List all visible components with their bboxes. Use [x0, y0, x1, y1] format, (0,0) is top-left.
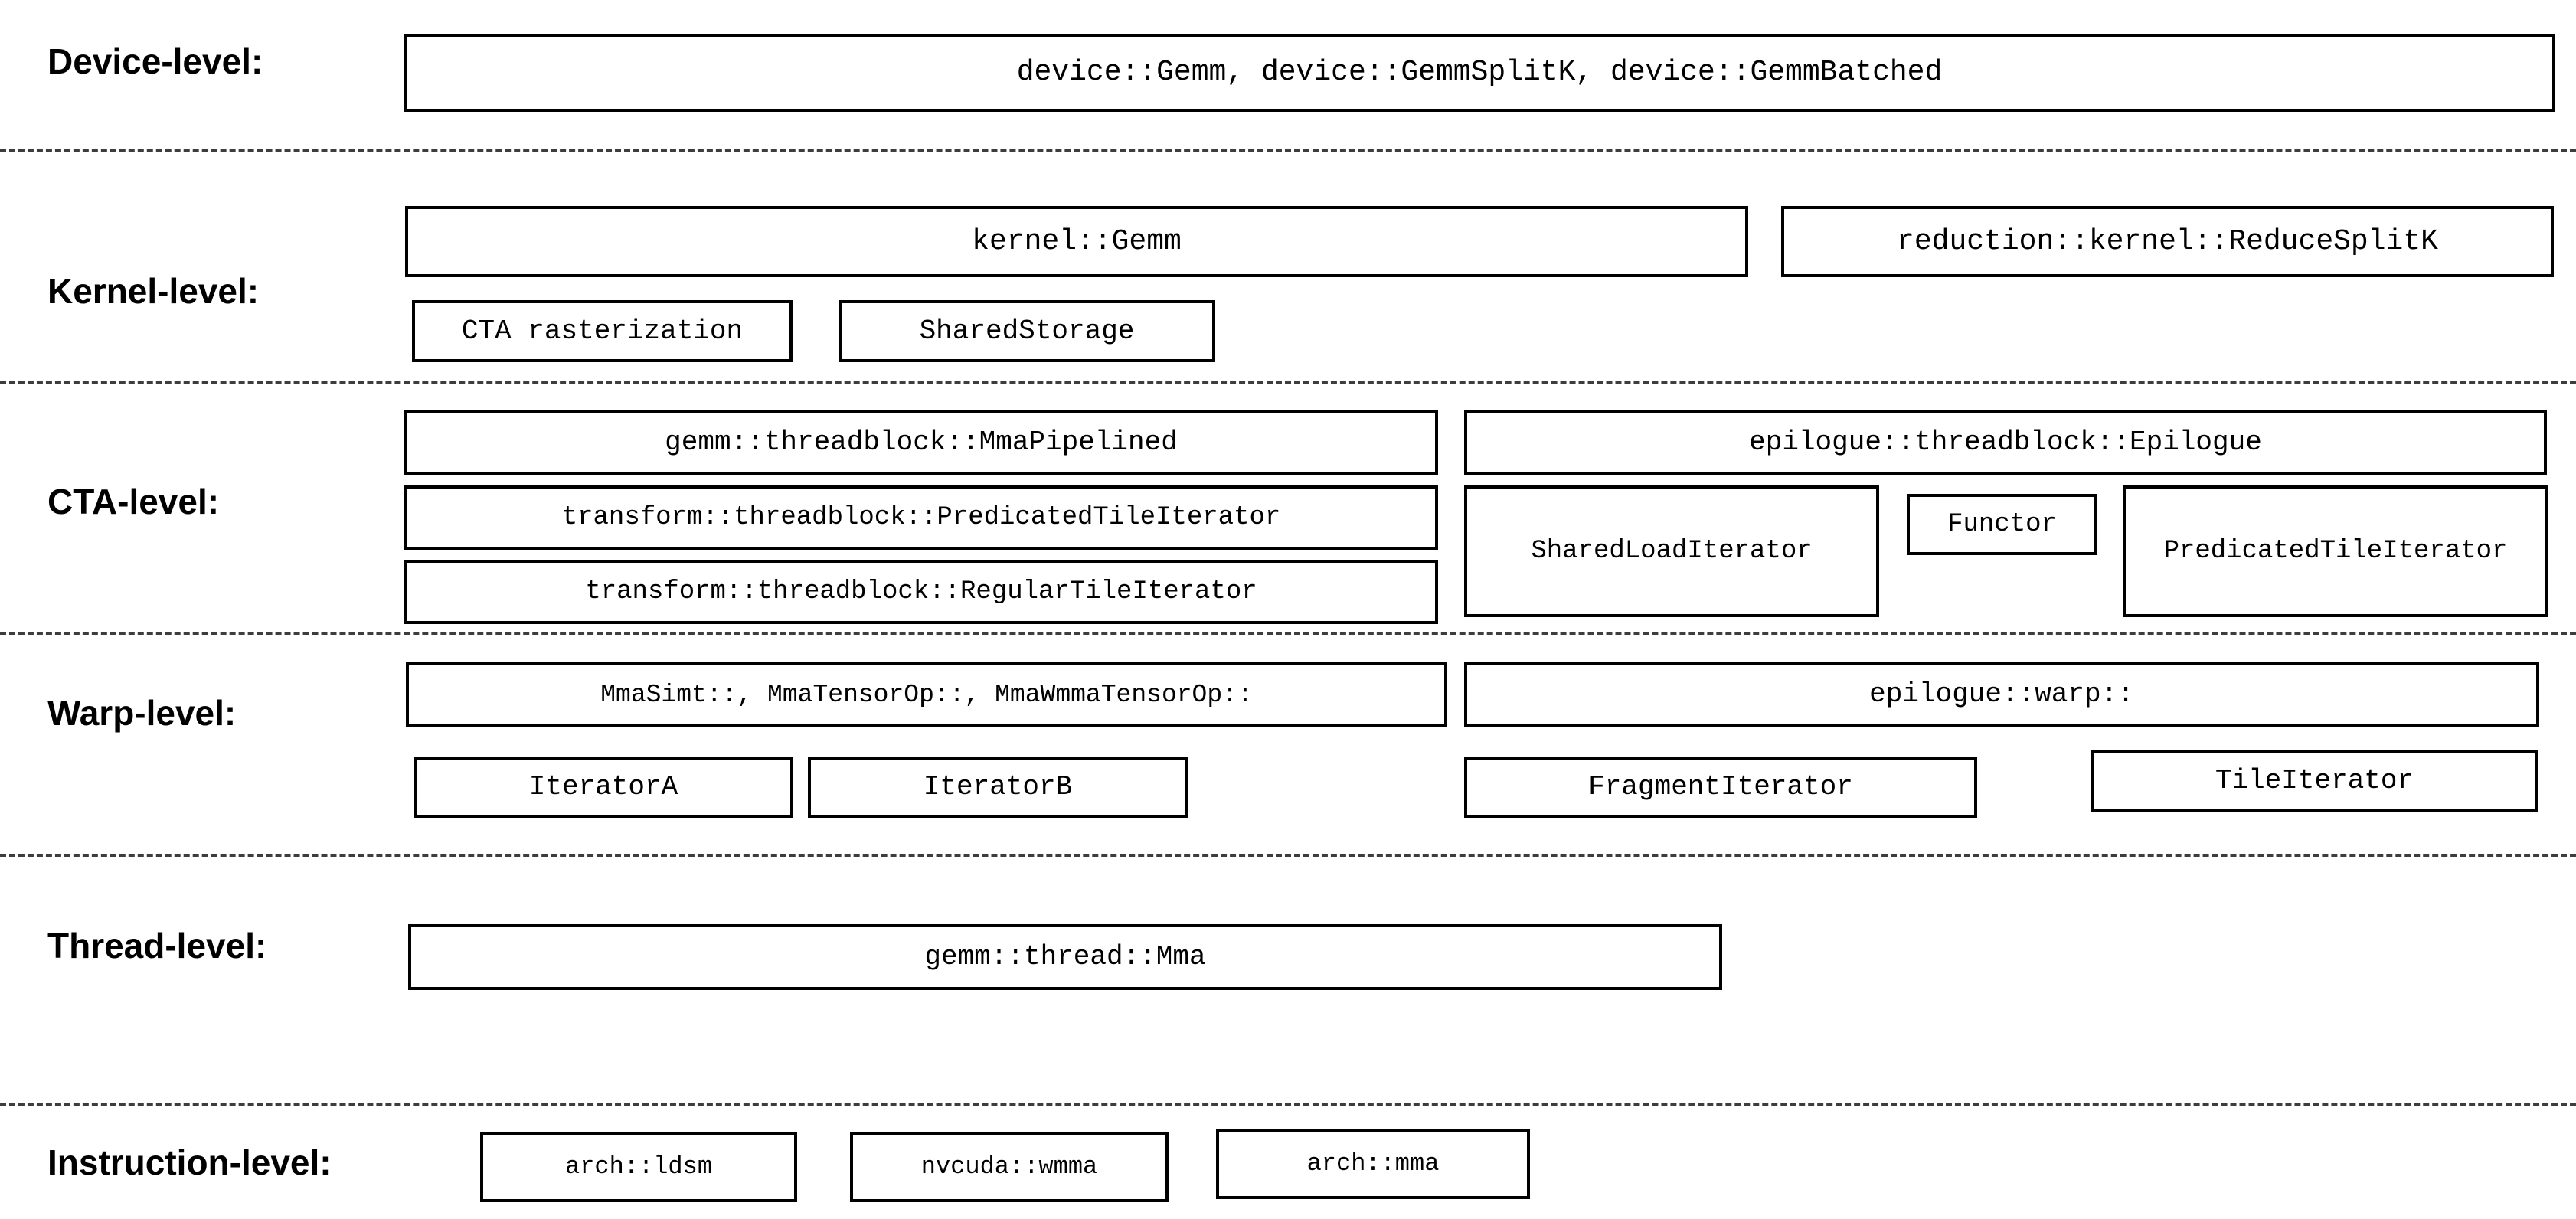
- divider-thread-instruction: [0, 1103, 2576, 1106]
- box-warp-mma-ops[interactable]: MmaSimt::, MmaTensorOp::, MmaWmmaTensorO…: [406, 662, 1447, 727]
- box-shared-storage[interactable]: SharedStorage: [839, 300, 1215, 362]
- box-shared-load-iterator-label: SharedLoadIterator: [1531, 537, 1813, 566]
- box-transform-threadblock-regulartileiterator[interactable]: transform::threadblock::RegularTileItera…: [404, 560, 1438, 624]
- box-transform-threadblock-regulartileiterator-label: transform::threadblock::RegularTileItera…: [585, 577, 1257, 606]
- box-iterator-a-label: IteratorA: [528, 771, 678, 802]
- box-epilogue-warp-label: epilogue::warp::: [1869, 678, 2134, 710]
- box-kernel-gemm-label: kernel::Gemm: [972, 224, 1182, 258]
- box-arch-mma-label: arch::mma: [1306, 1149, 1440, 1178]
- box-shared-storage-label: SharedStorage: [919, 315, 1135, 347]
- box-cta-rasterization-label: CTA rasterization: [461, 315, 744, 347]
- level-label-thread: Thread-level:: [47, 926, 267, 966]
- box-warp-mma-ops-label: MmaSimt::, MmaTensorOp::, MmaWmmaTensorO…: [600, 680, 1253, 709]
- box-kernel-gemm[interactable]: kernel::Gemm: [405, 206, 1748, 277]
- box-functor-label: Functor: [1947, 510, 2057, 539]
- box-iterator-a[interactable]: IteratorA: [414, 757, 793, 818]
- box-gemm-thread-mma-label: gemm::thread::Mma: [924, 941, 1206, 972]
- box-predicated-tile-iterator[interactable]: PredicatedTileIterator: [2123, 485, 2548, 617]
- box-gemm-threadblock-mmapipelined-label: gemm::threadblock::MmaPipelined: [665, 426, 1178, 458]
- box-arch-mma[interactable]: arch::mma: [1216, 1129, 1530, 1199]
- level-label-device: Device-level:: [47, 41, 263, 81]
- box-tile-iterator-label: TileIterator: [2215, 765, 2414, 796]
- box-tile-iterator[interactable]: TileIterator: [2091, 750, 2538, 812]
- level-label-cta: CTA-level:: [47, 482, 220, 521]
- box-arch-ldsm[interactable]: arch::ldsm: [480, 1132, 797, 1202]
- box-shared-load-iterator[interactable]: SharedLoadIterator: [1464, 485, 1879, 617]
- box-iterator-b[interactable]: IteratorB: [808, 757, 1188, 818]
- box-reduction-kernel-reducesplitk[interactable]: reduction::kernel::ReduceSplitK: [1781, 206, 2554, 277]
- box-functor[interactable]: Functor: [1907, 494, 2097, 555]
- box-cta-rasterization[interactable]: CTA rasterization: [412, 300, 793, 362]
- box-epilogue-threadblock-epilogue-label: epilogue::threadblock::Epilogue: [1749, 426, 2262, 458]
- box-epilogue-warp[interactable]: epilogue::warp::: [1464, 662, 2539, 727]
- box-epilogue-threadblock-epilogue[interactable]: epilogue::threadblock::Epilogue: [1464, 410, 2547, 475]
- box-reduction-kernel-reducesplitk-label: reduction::kernel::ReduceSplitK: [1897, 224, 2438, 258]
- box-nvcuda-wmma[interactable]: nvcuda::wmma: [850, 1132, 1169, 1202]
- divider-device-kernel: [0, 149, 2576, 152]
- box-gemm-threadblock-mmapipelined[interactable]: gemm::threadblock::MmaPipelined: [404, 410, 1438, 475]
- divider-kernel-cta: [0, 381, 2576, 384]
- box-transform-threadblock-predicatedtileiterator-label: transform::threadblock::PredicatedTileIt…: [561, 503, 1281, 532]
- box-predicated-tile-iterator-label: PredicatedTileIterator: [2163, 537, 2508, 566]
- box-transform-threadblock-predicatedtileiterator[interactable]: transform::threadblock::PredicatedTileIt…: [404, 485, 1438, 550]
- level-label-kernel: Kernel-level:: [47, 271, 260, 311]
- box-device-gemm[interactable]: device::Gemm, device::GemmSplitK, device…: [404, 34, 2555, 112]
- box-iterator-b-label: IteratorB: [923, 771, 1073, 802]
- level-label-warp: Warp-level:: [47, 693, 237, 733]
- box-arch-ldsm-label: arch::ldsm: [564, 1152, 713, 1181]
- box-gemm-thread-mma[interactable]: gemm::thread::Mma: [408, 924, 1722, 990]
- box-fragment-iterator-label: FragmentIterator: [1588, 771, 1853, 802]
- box-fragment-iterator[interactable]: FragmentIterator: [1464, 757, 1977, 818]
- box-device-gemm-label: device::Gemm, device::GemmSplitK, device…: [1016, 56, 1943, 89]
- level-label-instruction: Instruction-level:: [47, 1142, 332, 1182]
- box-nvcuda-wmma-label: nvcuda::wmma: [920, 1152, 1098, 1181]
- divider-warp-thread: [0, 854, 2576, 857]
- divider-cta-warp: [0, 632, 2576, 635]
